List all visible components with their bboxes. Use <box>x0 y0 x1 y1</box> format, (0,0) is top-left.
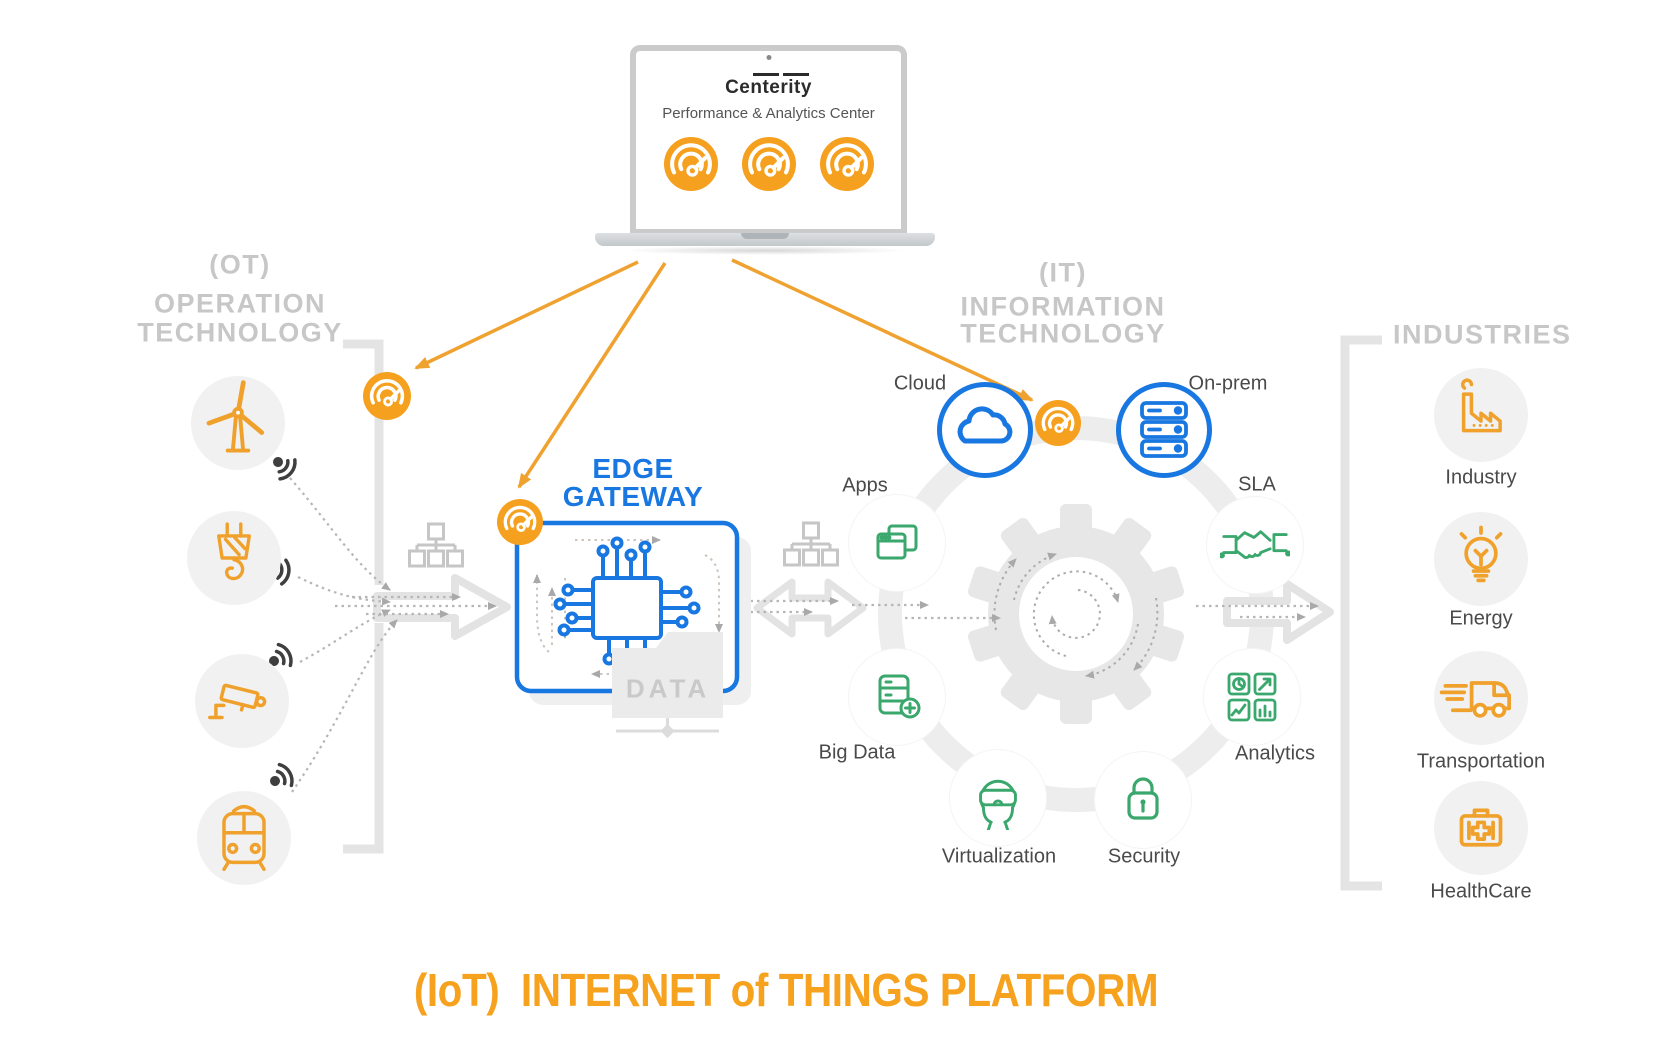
healthcare-label: HealthCare <box>1430 880 1532 903</box>
wifi-signal-icons <box>267 457 297 788</box>
network-topology-icon <box>783 521 839 567</box>
it-node-apps <box>848 494 946 592</box>
flow-arrow-edge-to-it <box>753 578 867 638</box>
gauge-icon <box>663 137 718 191</box>
cctv-camera-icon <box>208 683 267 720</box>
it-node-virtualization <box>949 749 1047 847</box>
diagram-main-title: (IoT) INTERNET of THINGS PLATFORM <box>413 964 1159 1016</box>
ot-device-train <box>197 791 291 885</box>
lightbulb-icon <box>1459 525 1503 583</box>
vr-headset-icon <box>979 779 1017 830</box>
energy-label: Energy <box>1449 607 1513 630</box>
edge-gateway-box <box>514 520 751 739</box>
ot-tag: (OT) <box>209 249 271 280</box>
cloud-label: Cloud <box>893 372 947 395</box>
it-title-line1: INFORMATION <box>960 291 1166 322</box>
wifi-signal-icon <box>273 457 297 481</box>
industry-node-healthcare <box>1434 781 1528 875</box>
gauge-row <box>636 137 901 191</box>
industry-node-transportation <box>1434 651 1528 745</box>
handshake-icon <box>1220 530 1290 559</box>
ot-gauge-badge <box>363 372 411 420</box>
webcam-dot <box>766 55 771 60</box>
industry-node-industry <box>1434 368 1528 462</box>
laptop-subtitle: Performance & Analytics Center <box>662 105 875 122</box>
gear-icon <box>967 504 1185 724</box>
database-plus-icon <box>878 674 921 719</box>
delivery-truck-icon <box>1439 681 1511 718</box>
laptop-notch <box>741 233 789 239</box>
arrow-to-ot-gauge <box>414 260 639 370</box>
crane-hook-icon <box>217 522 251 581</box>
ot-title-line1: OPERATION <box>153 288 327 319</box>
bigdata-label: Big Data <box>818 741 896 764</box>
it-gauge-badge <box>1035 400 1081 446</box>
ot-bracket <box>343 339 384 854</box>
laptop-screen: Centerity Performance & Analytics Center <box>630 45 907 235</box>
gauge-icon <box>819 137 874 191</box>
data-folder <box>612 632 723 739</box>
cloud-icon <box>957 406 1013 444</box>
sla-label: SLA <box>1238 473 1276 496</box>
it-node-cloud <box>937 382 1033 478</box>
train-icon <box>222 804 266 872</box>
flow-arrow-it-to-industries <box>1223 580 1334 644</box>
it-title-line2: TECHNOLOGY <box>960 318 1166 349</box>
padlock-icon <box>1127 777 1159 820</box>
data-label: DATA <box>625 673 711 704</box>
ot-device-wind-turbine <box>191 376 285 470</box>
wifi-signal-icon <box>269 642 293 668</box>
virtualization-label: Virtualization <box>941 845 1057 868</box>
network-topology-icon <box>408 522 464 568</box>
ot-device-cctv-camera <box>195 654 289 748</box>
analytics-label: Analytics <box>1234 742 1316 765</box>
industries-bracket <box>1340 335 1382 891</box>
edge-gateway-title-line1: EDGE <box>592 453 674 484</box>
security-label: Security <box>1107 845 1181 868</box>
edge-gauge-badge <box>497 499 543 545</box>
edge-gateway-title-line2: GATEWAY <box>562 481 704 512</box>
industry-label: Industry <box>1445 466 1517 489</box>
first-aid-kit-icon <box>1459 808 1503 847</box>
gauge-icon <box>741 137 796 191</box>
it-node-bigdata <box>848 648 946 746</box>
server-stack-icon <box>1140 401 1188 458</box>
it-node-sla <box>1206 496 1304 594</box>
flow-arrow-ot-to-edge <box>373 574 511 640</box>
ot-device-crane-hook <box>187 511 281 605</box>
industry-node-energy <box>1434 512 1528 606</box>
monitoring-arrows <box>414 258 1034 489</box>
app-windows-icon <box>876 524 918 560</box>
onprem-label: On-prem <box>1188 372 1268 395</box>
it-tag: (IT) <box>1039 257 1087 288</box>
ot-title-line2: TECHNOLOGY <box>137 317 343 348</box>
arrow-to-it-gauge <box>731 258 1034 402</box>
laptop-base <box>595 233 935 255</box>
it-node-security <box>1094 751 1192 849</box>
factory-icon <box>1461 378 1502 433</box>
gauge-badges <box>363 372 1081 545</box>
it-node-analytics <box>1203 648 1301 746</box>
charts-grid-icon <box>1227 672 1277 722</box>
platform-data-flows <box>744 597 1319 622</box>
wifi-signal-icon <box>270 762 294 788</box>
wind-turbine-icon <box>206 380 265 453</box>
transportation-label: Transportation <box>1416 750 1546 773</box>
brand-logo: Centerity <box>725 73 812 98</box>
it-node-onprem <box>1116 382 1212 478</box>
industries-title: INDUSTRIES <box>1393 319 1572 350</box>
apps-label: Apps <box>842 474 888 497</box>
arrow-to-edge-gauge <box>517 262 667 489</box>
ot-data-flow-curves <box>289 477 497 793</box>
